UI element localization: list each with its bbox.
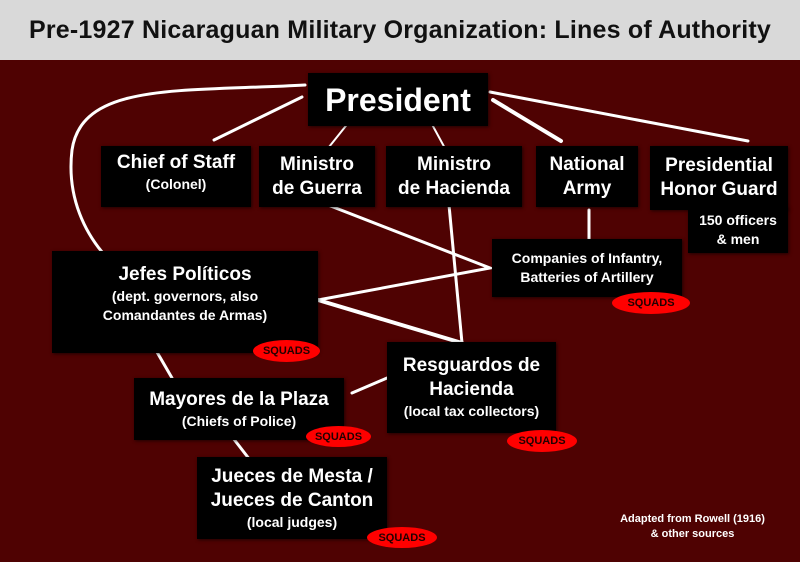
source-credit: Adapted from Rowell (1916) & other sourc… xyxy=(600,512,785,542)
companies-line1: Companies of Infantry, xyxy=(511,250,663,266)
resguardos-line2: Hacienda xyxy=(429,379,514,400)
jefes-sub2: Comandantes de Armas) xyxy=(102,307,268,323)
chief-of-staff-sub: (Colonel) xyxy=(145,176,207,192)
credit-line2: & other sources xyxy=(650,528,735,540)
line-jefes-resguardos xyxy=(316,298,464,345)
companies-box: Companies of Infantry, Batteries of Arti… xyxy=(492,239,682,297)
ministro-guerra-line1: Ministro xyxy=(280,153,354,175)
honor-guard-size-box: 150 officers & men xyxy=(688,207,788,253)
line-guerra-companies-jefes xyxy=(316,203,496,302)
national-army-line2: Army xyxy=(562,177,612,199)
line-mayores-jueces xyxy=(231,436,252,462)
resguardos-sub: (local tax collectors) xyxy=(403,403,540,419)
companies-squads-badge: SQUADS xyxy=(612,292,690,314)
ministro-guerra-box: Ministro de Guerra xyxy=(259,146,375,207)
mayores-squads-badge: SQUADS xyxy=(306,426,371,447)
line-hacienda-resguardos xyxy=(447,203,464,345)
title-bar: Pre-1927 Nicaraguan Military Organizatio… xyxy=(0,0,800,60)
credit-line1: Adapted from Rowell (1916) xyxy=(620,513,765,525)
national-army-box: National Army xyxy=(536,146,638,207)
honor-guard-sub1: 150 officers xyxy=(699,212,777,228)
chief-of-staff-label: Chief of Staff xyxy=(116,152,236,173)
jefes-box: Jefes Políticos (dept. governors, also C… xyxy=(52,251,318,353)
page-title: Pre-1927 Nicaraguan Military Organizatio… xyxy=(29,15,771,44)
ministro-hacienda-line1: Ministro xyxy=(417,153,491,175)
ministro-hacienda-box: Ministro de Hacienda xyxy=(386,146,522,207)
jueces-squads-badge: SQUADS xyxy=(367,527,437,548)
honor-guard-sub2: & men xyxy=(716,231,760,247)
jueces-box: Jueces de Mesta / Jueces de Canton (loca… xyxy=(197,457,387,539)
honor-guard-line2: Honor Guard xyxy=(660,179,778,200)
resguardos-squads-badge: SQUADS xyxy=(507,430,577,452)
honor-guard-box: Presidential Honor Guard xyxy=(650,146,788,210)
companies-line2: Batteries of Artillery xyxy=(520,269,654,285)
resguardos-box: Resguardos de Hacienda (local tax collec… xyxy=(387,342,556,433)
president-box: President xyxy=(308,73,488,126)
mayores-label: Mayores de la Plaza xyxy=(149,388,329,410)
line-mayores-resguardos xyxy=(350,376,389,395)
honor-guard-line1: Presidential xyxy=(665,155,773,176)
line-president-army xyxy=(491,98,563,143)
chief-of-staff-box: Chief of Staff (Colonel) xyxy=(101,146,251,207)
jueces-line2: Jueces de Canton xyxy=(210,489,374,511)
line-president-guard xyxy=(488,90,750,143)
president-label: President xyxy=(325,81,471,118)
ministro-guerra-line2: de Guerra xyxy=(272,177,362,199)
ministro-hacienda-line2: de Hacienda xyxy=(398,177,510,199)
mayores-box: Mayores de la Plaza (Chiefs of Police) xyxy=(134,378,344,440)
jefes-squads-badge: SQUADS xyxy=(253,340,320,362)
jefes-sub1: (dept. governors, also xyxy=(111,288,259,304)
line-president-chief xyxy=(212,95,304,142)
jefes-label: Jefes Políticos xyxy=(118,264,252,285)
jueces-sub: (local judges) xyxy=(246,513,338,530)
line-president-jefes xyxy=(69,83,307,254)
jueces-line1: Jueces de Mesta / xyxy=(211,465,373,487)
mayores-sub: (Chiefs of Police) xyxy=(181,412,297,429)
resguardos-line1: Resguardos de xyxy=(402,355,541,376)
national-army-line1: National xyxy=(549,153,625,175)
